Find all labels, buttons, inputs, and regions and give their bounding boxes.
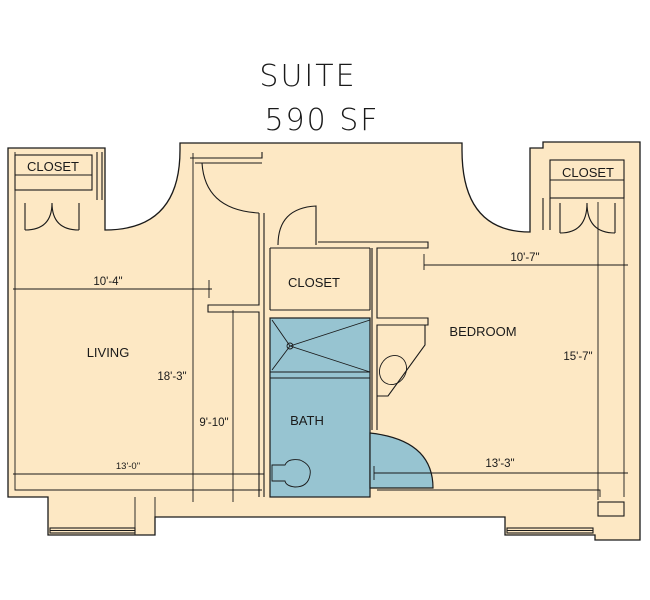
- sink-icon: [377, 324, 426, 397]
- dim-bedroom-bottom: 13'-3": [485, 458, 514, 470]
- closet-left: CLOSET: [14, 154, 93, 231]
- closet-right: CLOSET: [549, 159, 625, 234]
- dimension-lines: [13, 153, 628, 502]
- window-bedroom: [506, 527, 594, 534]
- dim-living-width: 10'-4": [93, 276, 122, 288]
- closet-center: CLOSET: [277, 205, 340, 290]
- bedroom-label: BEDROOM: [449, 324, 516, 339]
- closet-center-label: CLOSET: [288, 275, 340, 290]
- dim-living-partial: 9'-10": [199, 417, 228, 429]
- closet-right-label: CLOSET: [562, 165, 614, 180]
- window-living: [49, 527, 136, 534]
- fixture-box: [597, 501, 625, 517]
- bath-label: BATH: [290, 413, 324, 428]
- living-label: LIVING: [87, 345, 130, 360]
- interior-walls: [96, 152, 551, 497]
- bathroom: BATH: [269, 317, 434, 498]
- closet-left-label: CLOSET: [27, 159, 79, 174]
- plan-area: 590 SF: [264, 103, 379, 138]
- dim-bedroom-length: 15'-7": [563, 351, 592, 363]
- shower-icon: [271, 319, 371, 373]
- dim-living-bottom: 13'-0": [116, 461, 140, 472]
- dim-bedroom-width: 10'-7": [510, 252, 539, 264]
- dim-living-length: 18'-3": [157, 371, 186, 383]
- plan-title: SUITE: [259, 59, 356, 94]
- entry-door-living: [201, 162, 260, 214]
- toilet-icon: [271, 459, 311, 488]
